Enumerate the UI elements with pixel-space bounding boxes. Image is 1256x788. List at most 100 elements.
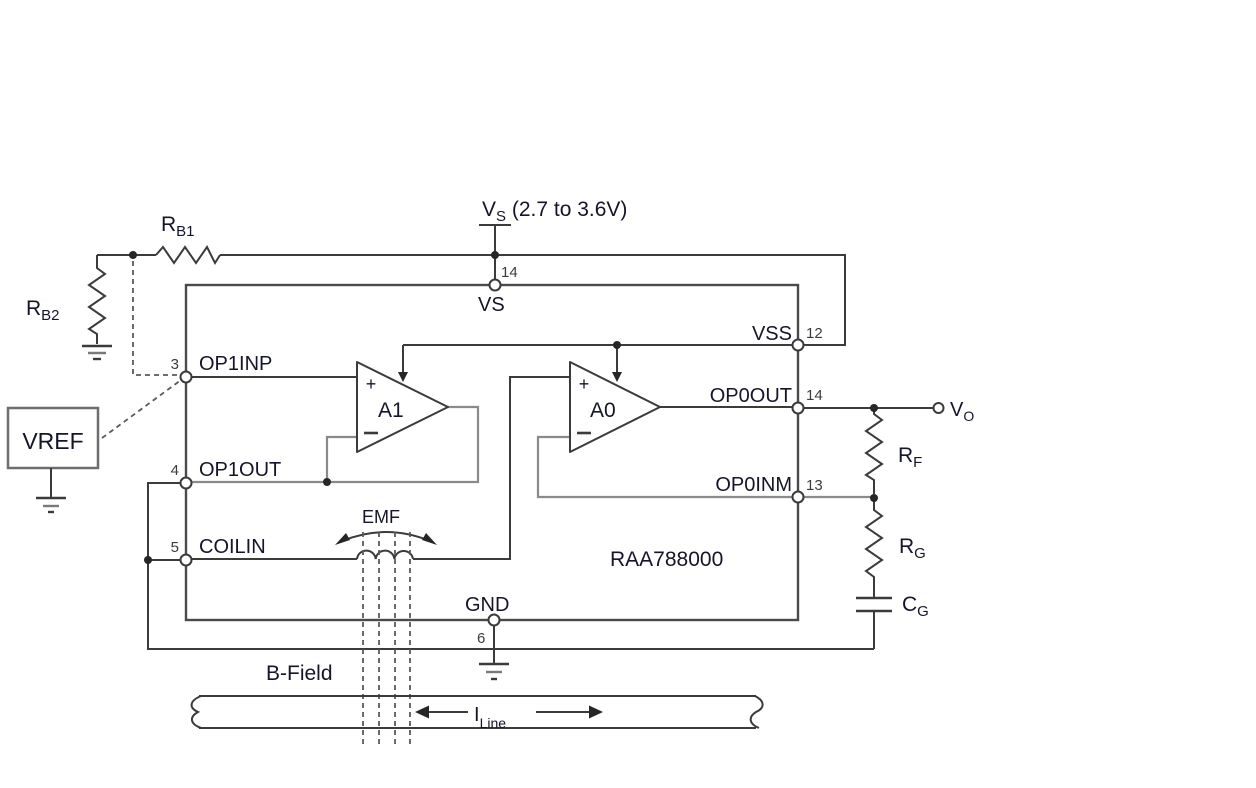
conductor-break-right	[749, 695, 764, 729]
wire-a0-minus-to-op0inm	[536, 435, 793, 499]
pin-gnd	[487, 613, 501, 627]
junction-dot	[491, 251, 499, 259]
pin-vs	[488, 278, 502, 292]
emf-label: EMF	[362, 507, 400, 527]
resistor-rb2	[87, 255, 107, 344]
pin-op1inp	[179, 370, 193, 384]
inductor-coil	[356, 549, 414, 560]
pin-label-op1inp: OP1INP	[199, 353, 272, 375]
ground-icon-gnd	[479, 662, 509, 681]
rg-main: R	[899, 535, 914, 558]
a1-label: A1	[378, 399, 404, 422]
dashed-wire-vref-to-op1inp	[101, 379, 182, 439]
wire-coil-to-a0-plus	[413, 376, 570, 560]
pin-op0inm	[791, 490, 805, 504]
resistor-rg	[864, 498, 884, 597]
pin-number-vss: 12	[806, 325, 823, 342]
emf-annotation: EMF	[335, 507, 437, 545]
rb1-label: RB1	[161, 213, 195, 240]
pin-op1out	[179, 476, 193, 490]
pin-coilin	[179, 553, 193, 567]
rb1-sub: B1	[176, 223, 194, 240]
arrowhead-right-icon	[422, 533, 437, 545]
chip-body	[184, 283, 800, 622]
rg-label: RG	[899, 535, 926, 562]
power-arrow-icon-a1	[398, 345, 408, 382]
pin-vss	[791, 338, 805, 352]
pin-number-gnd: 6	[477, 630, 485, 647]
vref-box	[6, 406, 100, 470]
pin-number-op0out: 14	[806, 387, 823, 404]
opamp-triangle	[569, 361, 661, 453]
pin-number-coilin: 5	[171, 539, 179, 556]
iline-label: ILine	[474, 704, 506, 731]
emf-arc-arrow-icon	[341, 531, 431, 542]
supply-voltage-label: VS (2.7 to 3.6V)	[482, 198, 627, 225]
rf-sub: F	[913, 454, 922, 471]
pin-number-op0inm: 13	[806, 477, 823, 494]
wire-op1out-outer-loop	[147, 482, 874, 650]
wire-op1out-node	[191, 405, 480, 484]
arrowhead-right-icon	[589, 705, 603, 719]
vo-main: V	[950, 399, 964, 421]
current-line-conductor	[190, 695, 764, 729]
vo-terminal	[932, 402, 945, 414]
vo-sub: O	[963, 408, 974, 424]
junction-dot	[870, 494, 878, 502]
junction-dot	[144, 556, 152, 564]
pin-label-op0out: OP0OUT	[710, 385, 792, 407]
resistor-rf	[864, 408, 884, 494]
wire-a1-minus-feedback	[325, 435, 357, 482]
a0-label: A0	[590, 399, 616, 422]
resistor-rb1	[155, 245, 221, 266]
supply-range: (2.7 to 3.6V)	[506, 198, 627, 221]
rb2-label: RB2	[26, 297, 60, 324]
ground-icon-vref	[36, 496, 66, 514]
cg-main: C	[902, 593, 917, 616]
iline-main: I	[474, 704, 480, 726]
rf-label: RF	[898, 444, 922, 471]
junction-dot	[323, 478, 331, 486]
arrowhead-left-icon	[335, 533, 350, 545]
pin-op0out	[791, 401, 805, 415]
power-arrow-icon-a0	[612, 345, 622, 382]
arrowhead-left-icon	[415, 705, 429, 719]
wire-vs-rail-to-vss	[220, 254, 846, 346]
rf-main: R	[898, 444, 913, 467]
down-arrowhead-icon	[398, 372, 408, 382]
pin-label-op0inm: OP0INM	[715, 474, 792, 496]
b-field-label: B-Field	[266, 662, 333, 685]
opamp-a1: A1 +	[356, 361, 449, 453]
plus-input-sign: +	[366, 374, 377, 394]
opamp-a0: A0 +	[569, 361, 661, 453]
pin-number-op1out: 4	[171, 462, 179, 479]
capacitor-cg	[856, 596, 892, 649]
iline-sub: Line	[480, 715, 507, 731]
pin-number-vs: 14	[501, 264, 518, 281]
iline-annotation: ILine	[415, 704, 603, 731]
vo-label: VO	[950, 399, 974, 424]
rg-sub: G	[914, 545, 926, 562]
conductor-break-left	[190, 695, 202, 729]
pin-label-op1out: OP1OUT	[199, 459, 281, 481]
pin-label-vs: VS	[478, 294, 505, 316]
ground-icon-rb2	[82, 344, 112, 361]
pin-number-op1inp: 3	[171, 356, 179, 373]
dashed-wire-divider-to-op1inp	[132, 261, 177, 376]
junction-dot	[870, 404, 878, 412]
junction-dot	[129, 251, 137, 259]
down-arrowhead-icon	[612, 372, 622, 382]
opamp-triangle	[356, 361, 449, 453]
junction-dot	[613, 341, 621, 349]
rb1-main: R	[161, 213, 176, 236]
supply-v-sub: S	[496, 208, 506, 225]
supply-v: V	[482, 198, 496, 221]
pin-label-coilin: COILIN	[199, 536, 266, 558]
cg-label: CG	[902, 593, 929, 620]
vref-label: VREF	[22, 428, 83, 454]
chip-name-label: RAA788000	[610, 548, 723, 571]
pin-label-gnd: GND	[465, 594, 509, 616]
cg-sub: G	[917, 603, 929, 620]
